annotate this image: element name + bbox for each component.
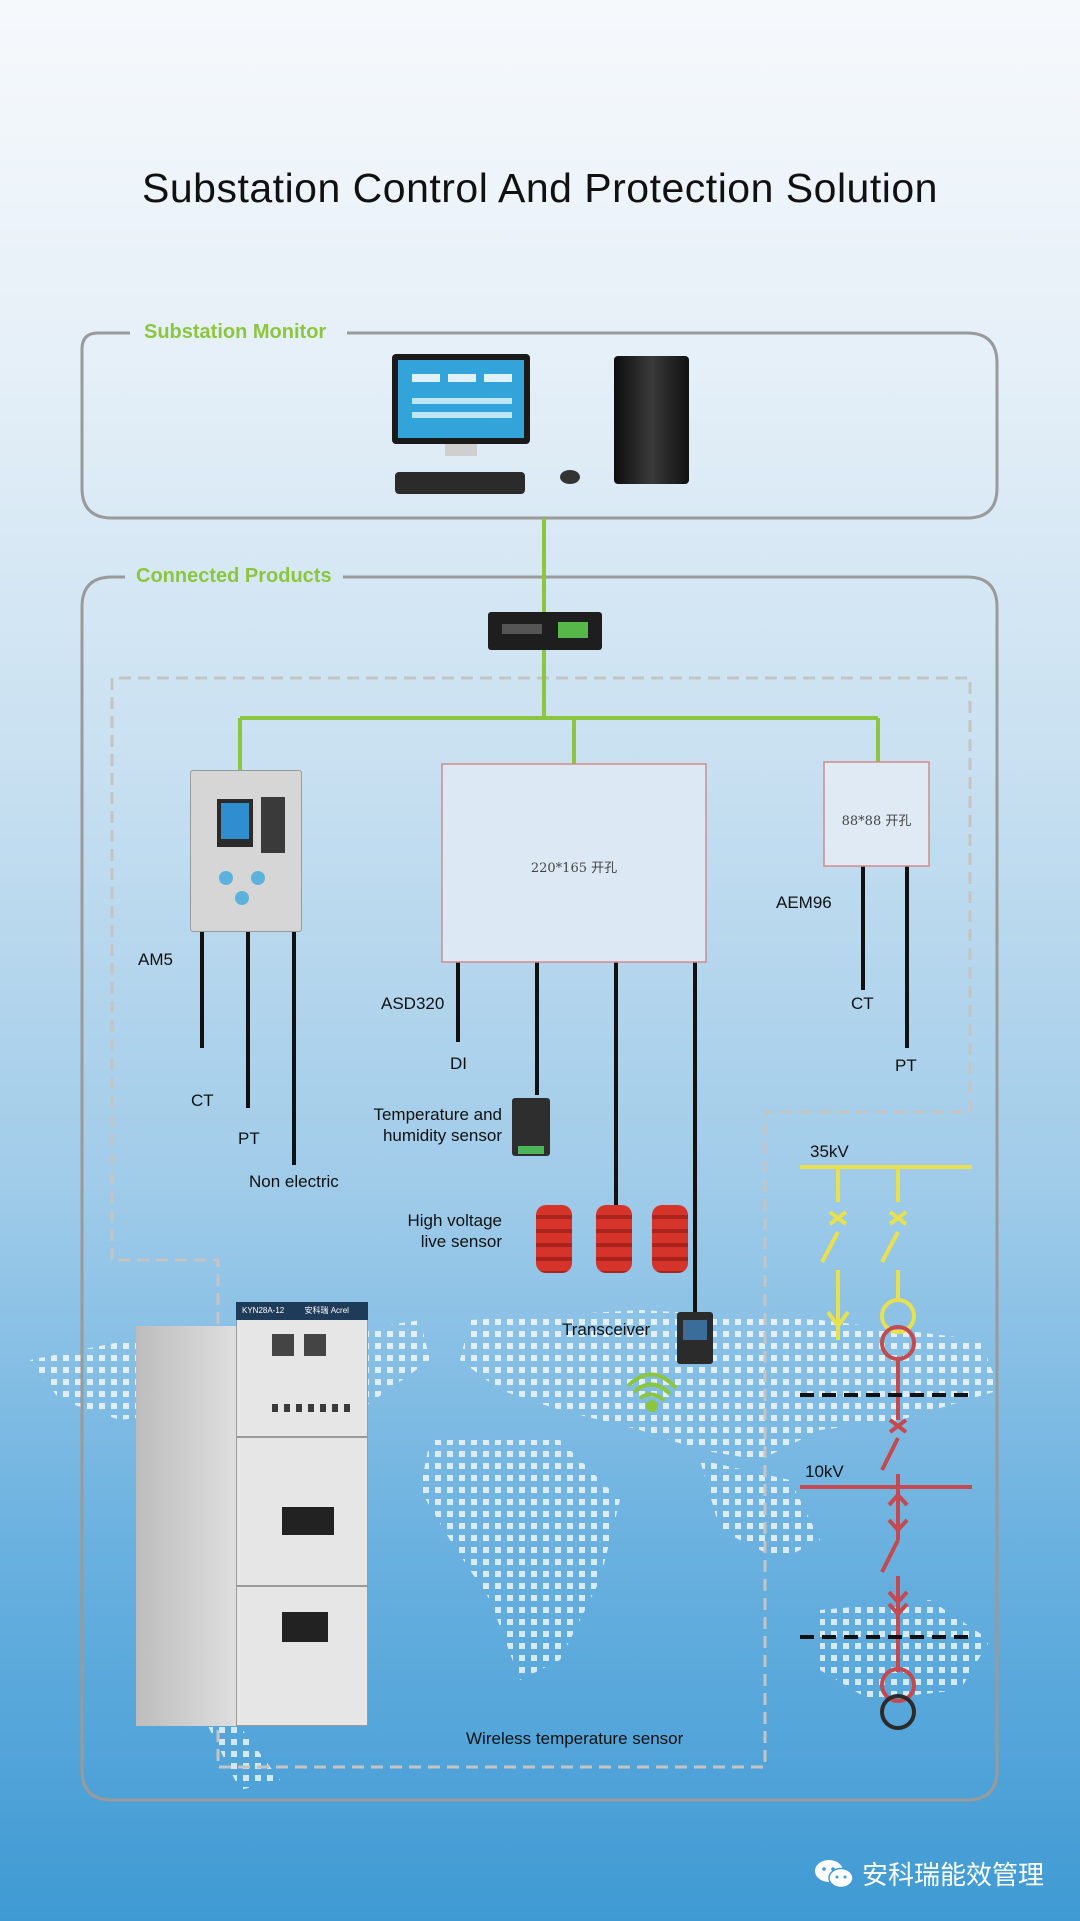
label-aem96: AEM96 bbox=[776, 893, 832, 912]
switchgear-cabinet: KYN28A-12 安科瑞 Acrel bbox=[136, 1302, 368, 1726]
temperature-humidity-sensor bbox=[512, 1098, 550, 1156]
label-hv-live: High voltage live sensor bbox=[407, 1211, 502, 1251]
cabinet-model: KYN28A-12 bbox=[242, 1306, 285, 1315]
monitor-frame bbox=[80, 331, 999, 520]
transceiver-device bbox=[677, 1312, 713, 1364]
yellow-bus-35kv bbox=[800, 1165, 972, 1340]
label-35kv: 35kV bbox=[810, 1142, 849, 1161]
label-wireless-temp: Wireless temperature sensor bbox=[466, 1729, 684, 1748]
pc-tower bbox=[614, 356, 689, 484]
monitor-screen bbox=[392, 354, 530, 444]
keyboard bbox=[395, 472, 525, 494]
mouse bbox=[560, 470, 580, 484]
red-bus-10kv bbox=[800, 1325, 972, 1703]
cabinet-badge: 安科瑞 Acrel bbox=[304, 1306, 349, 1315]
label-am5-ct: CT bbox=[191, 1091, 214, 1110]
hv-sensor-1 bbox=[536, 1205, 572, 1273]
aem96-cutout-text: 88*88 开孔 bbox=[841, 814, 912, 829]
asd320-cutout-text: 220*165 开孔 bbox=[530, 861, 618, 876]
label-aem-ct: CT bbox=[851, 994, 874, 1013]
watermark: 安科瑞能效管理 bbox=[814, 1855, 1044, 1892]
wireless-waves bbox=[626, 1372, 678, 1412]
monitor-stand bbox=[445, 444, 477, 456]
page-title: Substation Control And Protection Soluti… bbox=[142, 165, 938, 211]
hv-sensor-3 bbox=[652, 1205, 688, 1273]
label-am5: AM5 bbox=[138, 950, 173, 969]
wechat-icon bbox=[814, 1859, 854, 1888]
asd320-box bbox=[441, 763, 707, 963]
label-non-electric: Non electric bbox=[249, 1172, 339, 1191]
label-am5-pt: PT bbox=[238, 1129, 260, 1148]
label-di: DI bbox=[450, 1054, 467, 1073]
hv-sensor-2 bbox=[596, 1205, 632, 1273]
section-dividers bbox=[800, 1393, 972, 1639]
signal-wires bbox=[200, 866, 909, 1315]
label-aem-pt: PT bbox=[895, 1056, 917, 1075]
label-temp-humidity: Temperature and humidity sensor bbox=[373, 1105, 502, 1145]
label-transceiver: Transceiver bbox=[562, 1320, 651, 1339]
watermark-text: 安科瑞能效管理 bbox=[861, 1860, 1044, 1890]
label-asd320: ASD320 bbox=[381, 994, 445, 1013]
label-10kv: 10kV bbox=[805, 1462, 844, 1481]
network-wires bbox=[238, 518, 880, 770]
group-label-monitor: Substation Monitor bbox=[144, 321, 327, 343]
gateway-device bbox=[488, 612, 602, 650]
connected-frame bbox=[80, 575, 999, 1802]
am5-relay bbox=[190, 770, 302, 932]
aem96-box bbox=[823, 761, 930, 867]
group-label-connected: Connected Products bbox=[136, 565, 332, 587]
transformer-black bbox=[880, 1694, 916, 1730]
